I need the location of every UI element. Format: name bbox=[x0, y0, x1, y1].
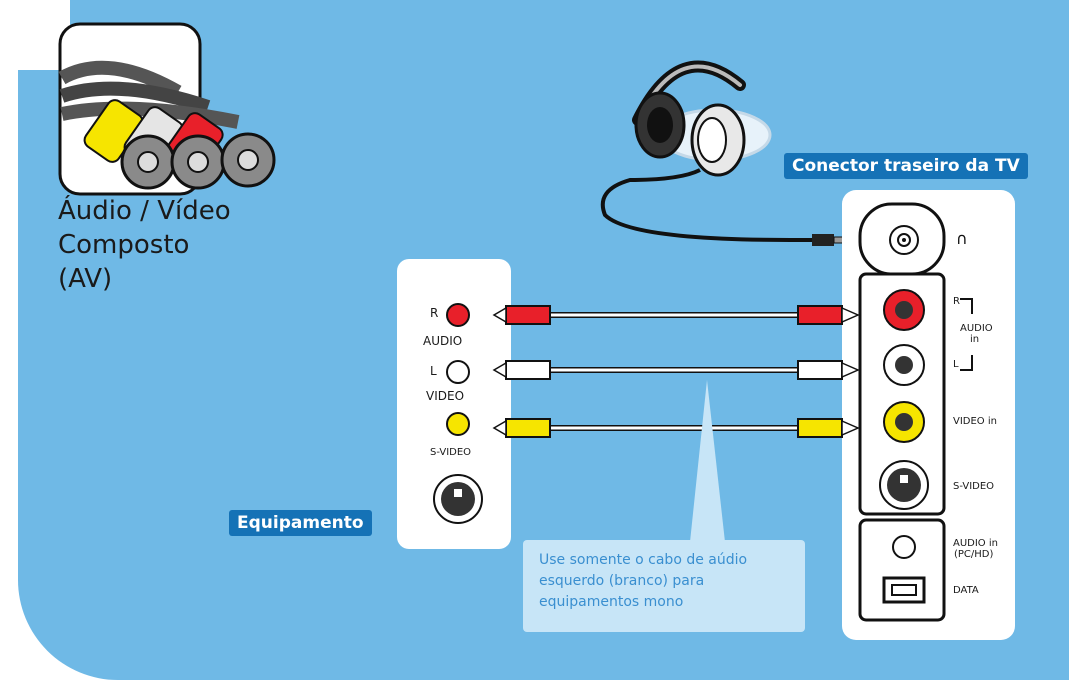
note-pointer bbox=[690, 380, 725, 542]
av-cable-plugs-icon bbox=[58, 22, 276, 196]
eq-svideo-label: S-VIDEO bbox=[430, 447, 472, 458]
av-cables bbox=[492, 305, 860, 438]
equipment-label: Equipamento bbox=[229, 510, 372, 536]
av-caption: Áudio / Vídeo Composto (AV) bbox=[58, 194, 258, 296]
tv-video-in-label: VIDEO in bbox=[953, 416, 997, 427]
eq-r-label: R bbox=[430, 306, 439, 320]
headphone-jack-icon: ∩ bbox=[956, 229, 968, 248]
av-caption-line-3: (AV) bbox=[58, 264, 113, 294]
tv-data-label: DATA bbox=[953, 585, 979, 596]
headphones-icon bbox=[600, 60, 849, 246]
tv-connector-strip bbox=[858, 202, 973, 622]
mono-note-line-1: Use somente o cabo de aúdio bbox=[539, 552, 748, 568]
tv-audio-in-label-1: AUDIO bbox=[960, 323, 993, 334]
tv-audio-in-label-2: in bbox=[970, 334, 980, 345]
tv-svideo-label: S-VIDEO bbox=[953, 481, 995, 492]
tv-l-label: L bbox=[953, 359, 959, 370]
eq-audio-label: AUDIO bbox=[423, 334, 463, 348]
equipment-connectors bbox=[433, 303, 483, 524]
tv-audio-pc-label-1: AUDIO in bbox=[953, 538, 998, 549]
av-caption-line-1: Áudio / Vídeo bbox=[58, 196, 231, 226]
eq-video-label: VIDEO bbox=[426, 389, 465, 403]
eq-l-label: L bbox=[430, 364, 437, 378]
tv-audio-pc-label-2: (PC/HD) bbox=[954, 549, 994, 560]
tv-rear-label: Conector traseiro da TV bbox=[784, 153, 1028, 179]
mono-note: Use somente o cabo de aúdio esquerdo (br… bbox=[523, 540, 805, 632]
av-caption-line-2: Composto bbox=[58, 230, 190, 260]
tv-r-label: R bbox=[953, 296, 960, 307]
mono-note-line-2: esquerdo (branco) para bbox=[539, 573, 705, 589]
mono-note-line-3: equipamentos mono bbox=[539, 594, 684, 610]
